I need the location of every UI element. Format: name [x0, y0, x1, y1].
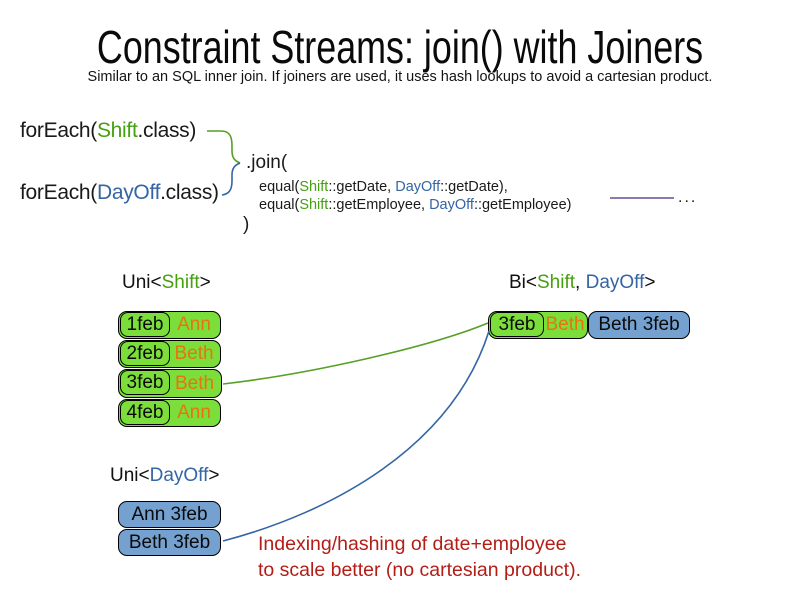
- code-join-open: .join(: [246, 152, 288, 173]
- code-foreach-dayoff: forEach(DayOff.class): [20, 181, 219, 205]
- shift-employee-cell: Beth: [174, 343, 214, 364]
- dayoff-class-token: DayOff: [585, 272, 645, 293]
- label-text: Uni<: [122, 272, 162, 293]
- dayoff-row-1: Ann 3feb: [118, 501, 221, 528]
- bi-row-dayoff-part: Beth 3feb: [588, 311, 690, 339]
- bi-row-shift-part: 3feb Beth: [488, 311, 588, 339]
- shift-employee-cell: Ann: [177, 314, 211, 335]
- brace-connector-blue: [221, 162, 241, 196]
- page-title: Constraint Streams: join() with Joiners: [96, 21, 704, 73]
- code-join-close: ): [243, 214, 250, 235]
- shift-class-token: Shift: [299, 197, 329, 213]
- code-foreach-shift: forEach(Shift.class): [20, 119, 196, 143]
- dayoff-class-token: DayOff: [149, 465, 209, 486]
- dayoff-class-token: DayOff: [429, 197, 474, 213]
- dayoff-match-curve-blue: [222, 330, 490, 542]
- more-joiners-ellipsis: ...: [678, 189, 698, 206]
- shift-row-4: 4feb Ann: [118, 399, 221, 427]
- code-text: forEach(: [20, 119, 97, 142]
- shift-class-token: Shift: [96, 119, 138, 142]
- bi-stream-label: Bi<Shift, DayOff>: [509, 272, 655, 294]
- dayoff-row-2: Beth 3feb: [118, 529, 221, 556]
- label-text: >: [644, 272, 656, 293]
- shift-class-token: Shift: [161, 272, 200, 293]
- shift-employee-cell: Ann: [177, 402, 211, 423]
- page-subtitle: Similar to an SQL inner join. If joiners…: [87, 69, 713, 85]
- shift-date-cell: 2feb: [120, 341, 170, 366]
- label-text: ,: [575, 272, 586, 293]
- bi-employee-cell: Beth: [545, 314, 585, 335]
- code-text: equal(: [259, 197, 300, 213]
- note-line-1: Indexing/hashing of date+employee: [258, 533, 567, 555]
- code-joiner-getemployee: equal(Shift::getEmployee, DayOff::getEmp…: [259, 197, 571, 213]
- shift-class-token: Shift: [299, 179, 329, 195]
- bi-date-cell: 3feb: [490, 312, 544, 337]
- code-text: .class): [160, 181, 219, 204]
- code-joiner-getdate: equal(Shift::getDate, DayOff::getDate),: [259, 179, 508, 195]
- shift-row-3: 3feb Beth: [118, 369, 222, 398]
- brace-connector-green: [207, 130, 241, 164]
- shift-class-token: Shift: [537, 272, 576, 293]
- label-text: >: [208, 465, 220, 486]
- shift-date-cell: 4feb: [120, 400, 170, 425]
- dayoff-class-token: DayOff: [96, 181, 161, 204]
- shift-date-cell: 3feb: [120, 370, 170, 395]
- dayoff-class-token: DayOff: [395, 179, 441, 195]
- label-text: Uni<: [110, 465, 150, 486]
- code-text: ::getDate,: [328, 179, 396, 195]
- shift-row-1: 1feb Ann: [118, 311, 221, 339]
- code-text: .class): [137, 119, 197, 142]
- code-text: ::getEmployee,: [328, 197, 430, 213]
- code-text: forEach(: [20, 181, 97, 204]
- shift-match-curve-green: [222, 322, 489, 385]
- code-text: ::getDate),: [440, 179, 508, 195]
- uni-dayoff-label: Uni<DayOff>: [110, 465, 220, 487]
- shift-row-2: 2feb Beth: [118, 340, 221, 368]
- shift-date-cell: 1feb: [120, 312, 170, 337]
- note-line-2: to scale better (no cartesian product).: [258, 559, 581, 581]
- label-text: Bi<: [509, 272, 537, 293]
- label-text: >: [199, 272, 211, 293]
- shift-employee-cell: Beth: [174, 372, 215, 394]
- code-text: equal(: [259, 179, 300, 195]
- code-text: ::getEmployee): [473, 197, 572, 213]
- uni-shift-label: Uni<Shift>: [122, 272, 211, 294]
